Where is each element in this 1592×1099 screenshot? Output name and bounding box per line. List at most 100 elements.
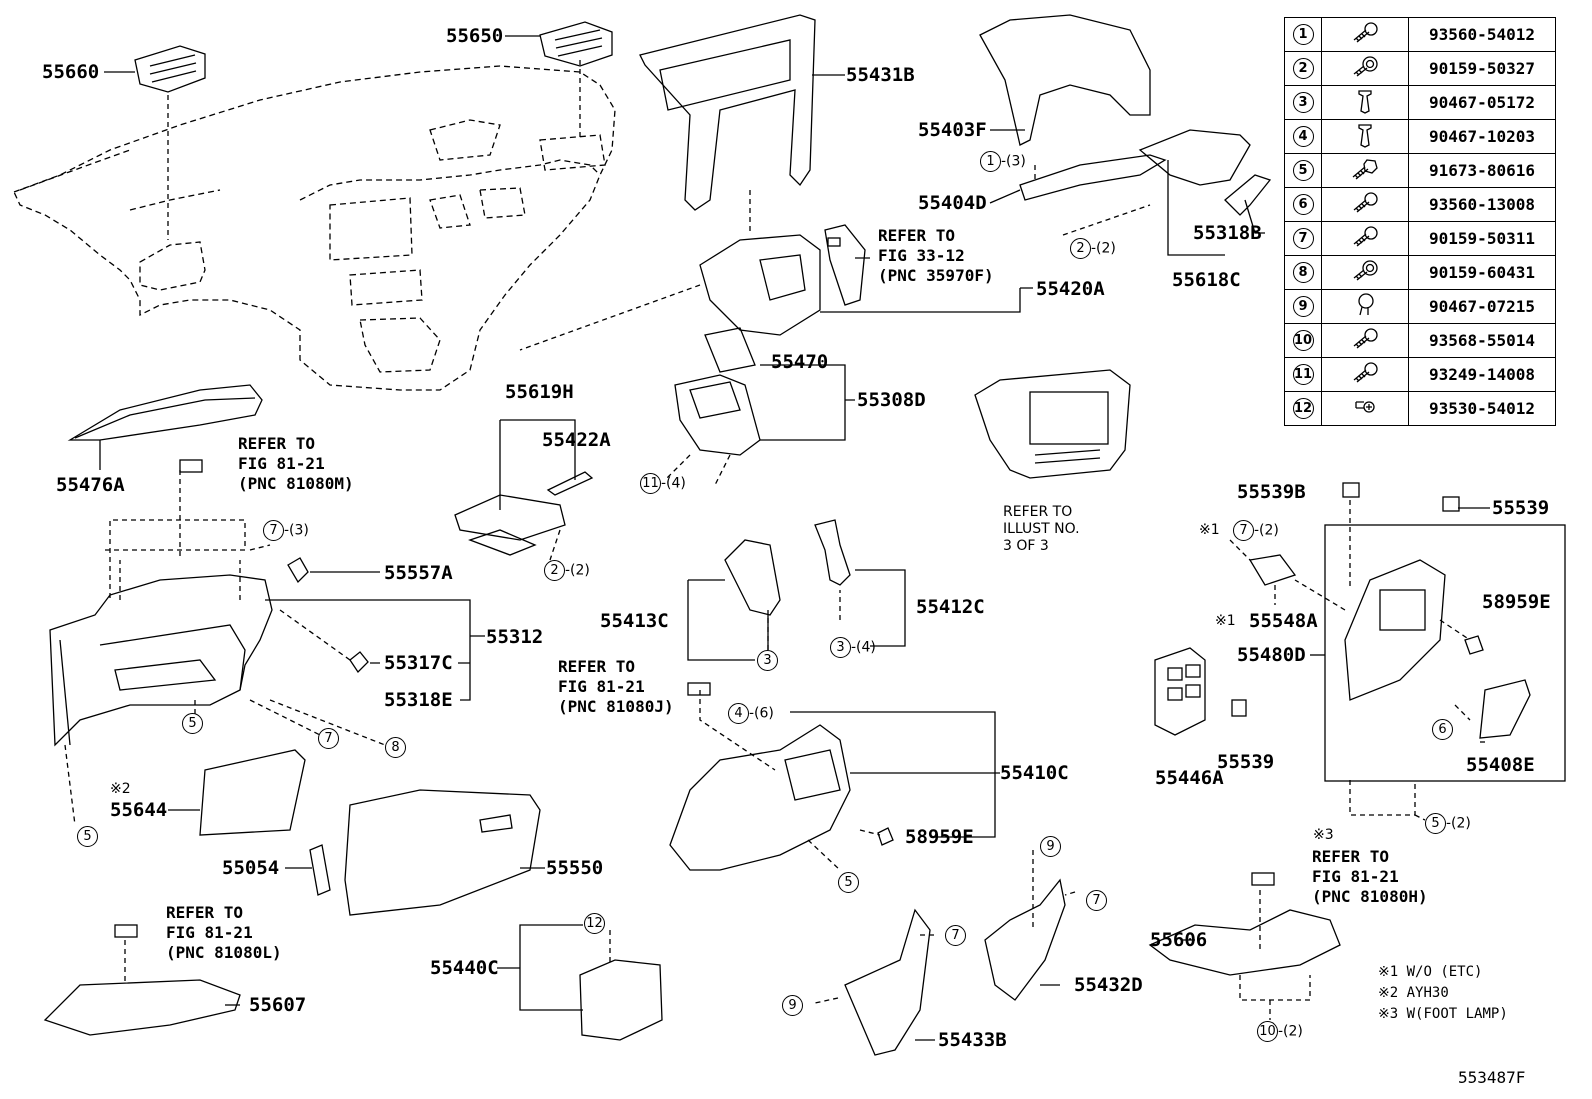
mark-2: ※2 xyxy=(110,781,131,797)
trim-55433B-shape xyxy=(844,908,931,1056)
console-55308D-shape xyxy=(674,374,761,456)
strip-55422A-shape xyxy=(546,471,594,496)
refer-line-1: REFER TO xyxy=(1312,847,1390,866)
callout-12: 12 xyxy=(584,913,605,934)
legend-number-circle: 5 xyxy=(1292,160,1314,181)
refer-line-3: (PNC 35970F) xyxy=(878,266,994,285)
legend-part-number: 90159-50311 xyxy=(1408,221,1556,256)
callout-10-2: 10-(2) xyxy=(1257,1021,1303,1042)
part-label-55054: 55054 xyxy=(222,857,280,879)
callout-5-lower-panel: 5 xyxy=(182,713,203,734)
part-label-55548A: 55548A xyxy=(1249,610,1318,632)
part-label-55607: 55607 xyxy=(249,994,307,1016)
housing-55618C-shape xyxy=(1138,129,1251,186)
refer-line-2: ILLUST NO. xyxy=(1003,521,1080,537)
refer-line-3: 3 OF 3 xyxy=(1003,538,1049,554)
legend-number-circle: 4 xyxy=(1292,126,1314,147)
part-label-55446A: 55446A xyxy=(1155,767,1224,789)
callout-number: 3 xyxy=(757,650,778,671)
callout-9-bottom: 9 xyxy=(782,995,803,1016)
box-55420A-shape xyxy=(699,224,866,336)
callout-qty: -(3) xyxy=(1001,153,1026,170)
callout-number: 10 xyxy=(1257,1021,1278,1042)
socket-55539-shape xyxy=(1442,496,1460,512)
switch-55548A-shape xyxy=(1248,554,1297,586)
callout-7-2: 7-(2) xyxy=(1233,520,1279,541)
legend-part-number: 90159-60431 xyxy=(1408,255,1556,290)
refer-line-2: FIG 81-21 xyxy=(238,454,325,473)
part-label-55650: 55650 xyxy=(446,25,504,47)
part-label-55317C: 55317C xyxy=(384,652,453,674)
part-label-55404D: 55404D xyxy=(918,192,987,214)
flat-screw-icon xyxy=(1321,391,1409,426)
callout-qty: -(2) xyxy=(1278,1023,1303,1040)
legend-row: 5 91673-80616 xyxy=(1284,153,1556,188)
callout-7-bottom: 7 xyxy=(945,925,966,946)
bolt-icon xyxy=(1321,153,1409,188)
callout-2-2-mid: 2-(2) xyxy=(544,560,590,581)
callout-5-center: 5 xyxy=(838,872,859,893)
legend-number-circle: 9 xyxy=(1292,296,1314,317)
legend-part-number: 93560-13008 xyxy=(1408,187,1556,222)
legend-number: 8 xyxy=(1284,255,1322,290)
callout-number: 5 xyxy=(182,713,203,734)
legend-number-circle: 10 xyxy=(1292,330,1314,351)
mark-1-bottom: ※1 xyxy=(1215,613,1236,629)
footnote-2: ※2 AYH30 xyxy=(1378,983,1508,1004)
footnote-mark: ※2 xyxy=(1378,985,1399,1001)
callout-number: 6 xyxy=(1432,719,1453,740)
callout-3-4: 3-(4) xyxy=(830,637,876,658)
switch-55446A-shape xyxy=(1154,647,1206,736)
glove-box-55550-shape xyxy=(344,789,541,916)
pad-55470-shape xyxy=(704,327,756,373)
callout-qty: -(3) xyxy=(284,522,309,539)
footnote-3: ※3 W(FOOT LAMP) xyxy=(1378,1004,1508,1025)
part-label-55408E: 55408E xyxy=(1466,754,1535,776)
legend-part-number: 90467-07215 xyxy=(1408,289,1556,324)
legend-part-number: 90159-50327 xyxy=(1408,51,1556,86)
callout-number: 2 xyxy=(544,560,565,581)
callout-number: 5 xyxy=(1425,813,1446,834)
refer-line-3: (PNC 81080M) xyxy=(238,474,354,493)
refer-line-1: REFER TO xyxy=(1003,504,1073,520)
part-label-55557A: 55557A xyxy=(384,562,453,584)
part-label-55413C: 55413C xyxy=(600,610,669,632)
display-unit-shape xyxy=(974,369,1131,479)
refer-line-1: REFER TO xyxy=(558,657,636,676)
part-label-55431B: 55431B xyxy=(846,64,915,86)
refer-fig-81-21-h: REFER TO FIG 81-21 (PNC 81080H) xyxy=(1312,847,1428,907)
socket-55539B-shape xyxy=(1342,482,1360,498)
callout-7-right: 7 xyxy=(1086,890,1107,911)
vent-55660-shape xyxy=(134,45,206,93)
part-label-55318E: 55318E xyxy=(384,689,453,711)
refer-line-2: FIG 81-21 xyxy=(558,677,645,696)
legend-part-number: 91673-80616 xyxy=(1408,153,1556,188)
pad-55476A-shape xyxy=(67,384,263,441)
refer-illust-3: REFER TO ILLUST NO. 3 OF 3 xyxy=(1003,504,1080,555)
instrument-panel-outline xyxy=(13,65,616,391)
refer-fig-81-21-j: REFER TO FIG 81-21 (PNC 81080J) xyxy=(558,657,674,717)
panel-55404D-shape xyxy=(1019,154,1167,201)
part-label-55420A: 55420A xyxy=(1036,278,1105,300)
legend-number-circle: 7 xyxy=(1292,228,1314,249)
callout-9-top: 9 xyxy=(1040,836,1061,857)
socket-ref3-shape xyxy=(687,682,711,696)
part-label-55606: 55606 xyxy=(1150,929,1208,951)
screw-washer-icon xyxy=(1321,51,1409,86)
legend-row: 8 90159-60431 xyxy=(1284,255,1556,290)
panel-55644-shape xyxy=(199,749,306,836)
callout-number: 5 xyxy=(838,872,859,893)
legend-part-number: 90467-05172 xyxy=(1408,85,1556,120)
cover-55413C-shape xyxy=(724,539,781,616)
callout-2-2-top: 2-(2) xyxy=(1070,238,1116,259)
tray-55619H-shape xyxy=(454,494,566,556)
legend-part-number: 90467-10203 xyxy=(1408,119,1556,154)
callout-qty: -(2) xyxy=(1254,522,1279,539)
screw-icon xyxy=(1321,357,1409,392)
screw-icon xyxy=(1321,17,1409,52)
refer-line-2: FIG 81-21 xyxy=(166,923,253,942)
lower-panel-55312-shape xyxy=(49,574,273,747)
